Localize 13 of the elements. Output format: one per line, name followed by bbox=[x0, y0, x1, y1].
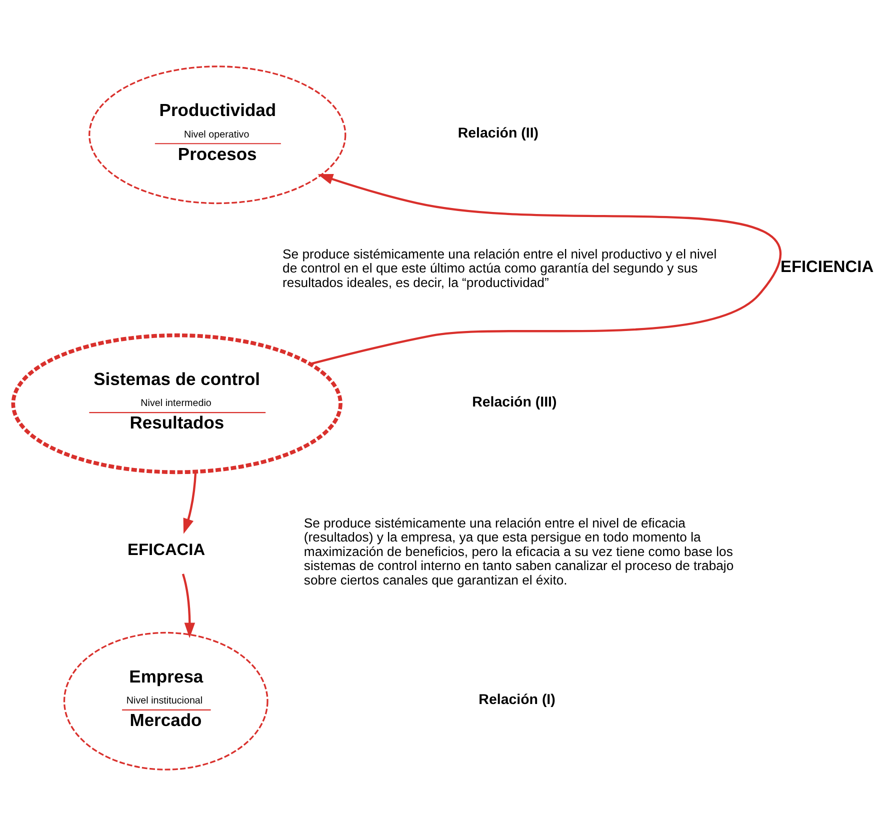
arrow bbox=[181, 574, 195, 638]
node-ellipse: Sistemas de control Nivel intermedio Resultados bbox=[10, 333, 342, 474]
label: Relación (II) bbox=[457, 125, 538, 142]
label: Se produce sistémicamente una relación entre el nivel productivo y el nivel de control en el que este último actúa como garantía del segundo y sus resultados ideales, es decir, la “productividad” bbox=[282, 246, 716, 290]
edge-label: EFICIENCIA bbox=[780, 258, 874, 276]
arrow bbox=[309, 174, 780, 366]
node-ellipse: Empresa Nivel institucional Mercado bbox=[62, 632, 268, 770]
label: Relación (III) bbox=[472, 394, 556, 410]
label: Relación (I) bbox=[478, 692, 555, 708]
node-text: EFICACIA bbox=[127, 541, 205, 560]
arrow bbox=[182, 472, 196, 534]
node-ellipse: Productividad Nivel operativo Procesos bbox=[88, 66, 346, 204]
label: Se produce sistémicamente una relación entre el nivel de eficacia (resultados) y la empresa, ya que esta persigue en todo momento la maximización de beneficios, pero la eficacia a su vez tiene como base los sistemas de control interno en tanto saben canalizar el proceso de trabajo sobre ciertos canales que garantizan el éxito. bbox=[303, 515, 734, 588]
